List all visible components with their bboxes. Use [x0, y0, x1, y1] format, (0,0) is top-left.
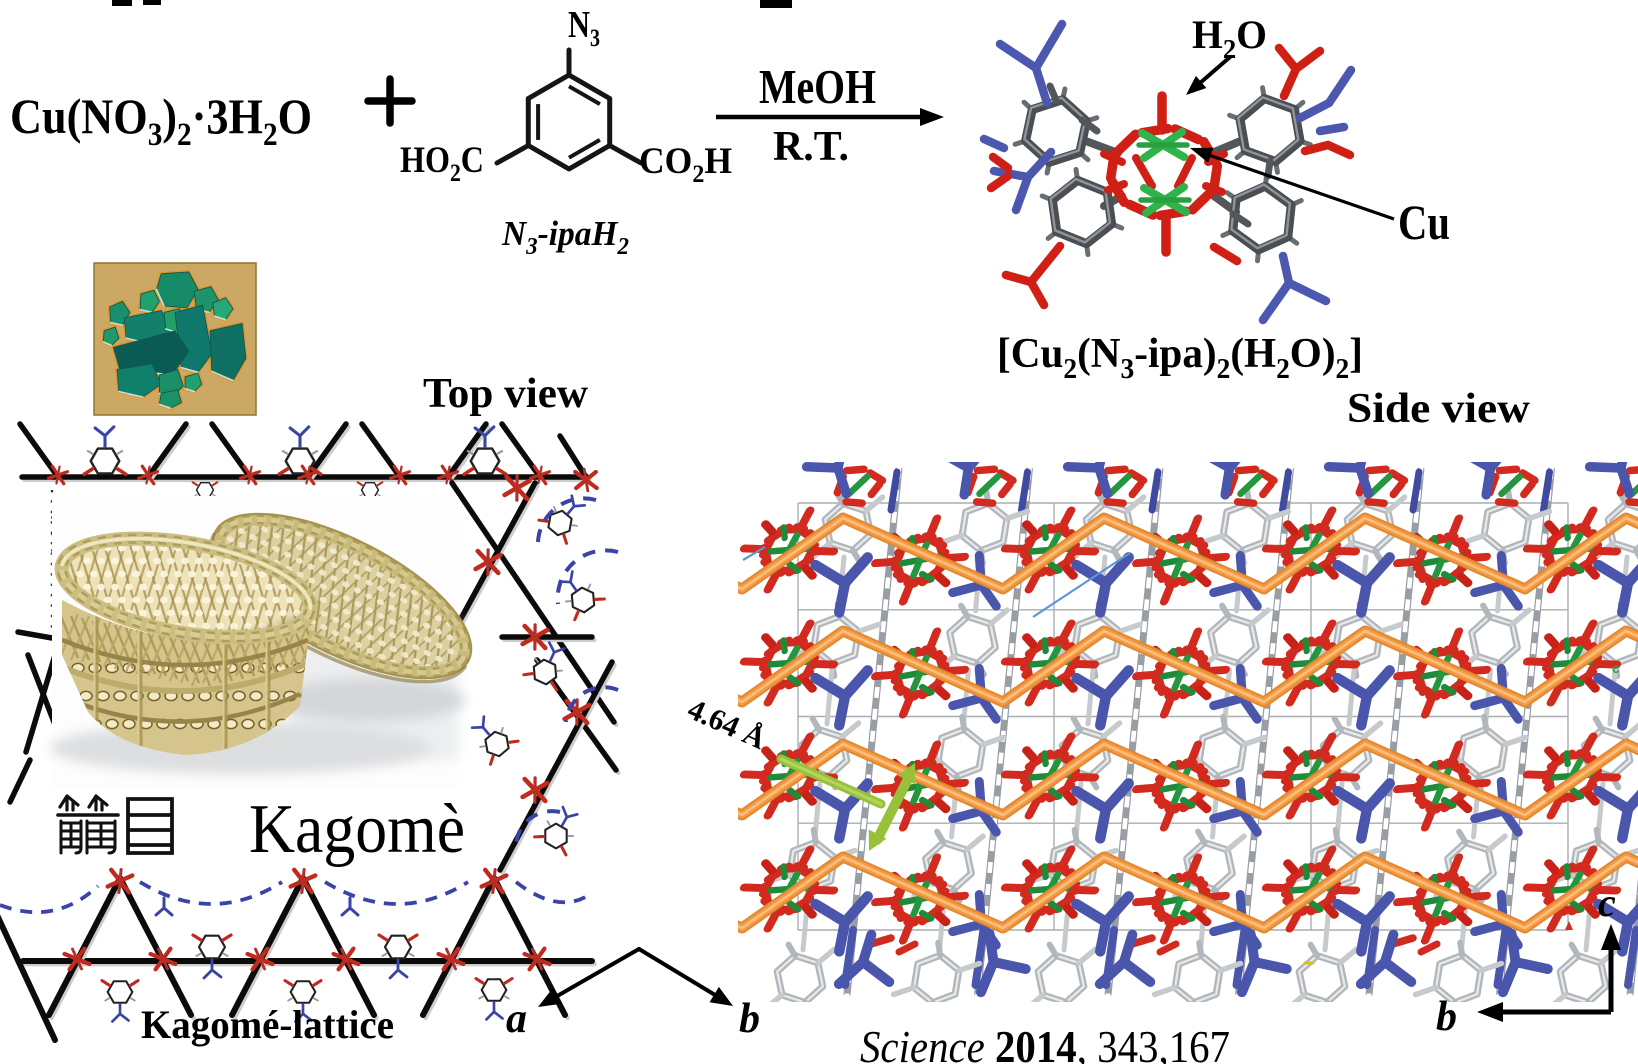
svg-text:Side view: Side view	[1347, 386, 1531, 432]
svg-text:Cu: Cu	[1398, 194, 1450, 250]
svg-text:Cu(NO3)2·3H2O: Cu(NO3)2·3H2O	[10, 88, 312, 153]
svg-text:Science 2014, 343,167: Science 2014, 343,167	[860, 1021, 1230, 1064]
svg-text:b: b	[739, 996, 760, 1042]
svg-text:Top view: Top view	[423, 371, 589, 417]
svg-text:c: c	[1612, 660, 1620, 676]
svg-text:MeOH: MeOH	[759, 59, 876, 114]
svg-text:[Cu2(N3-ipa)2(H2O)2]: [Cu2(N3-ipa)2(H2O)2]	[997, 331, 1363, 385]
svg-text:a: a	[506, 996, 527, 1042]
svg-text:c: c	[1598, 880, 1616, 925]
svg-text:Kagomé-lattice: Kagomé-lattice	[141, 1002, 394, 1047]
svg-text:Kagomè: Kagomè	[249, 791, 465, 868]
svg-text:R.T.: R.T.	[773, 124, 849, 170]
svg-text:N3-ipaH2: N3-ipaH2	[501, 214, 629, 260]
svg-text:CO2H: CO2H	[639, 141, 732, 188]
svg-text:HO2C: HO2C	[400, 140, 484, 187]
svg-text:b: b	[1436, 994, 1457, 1040]
